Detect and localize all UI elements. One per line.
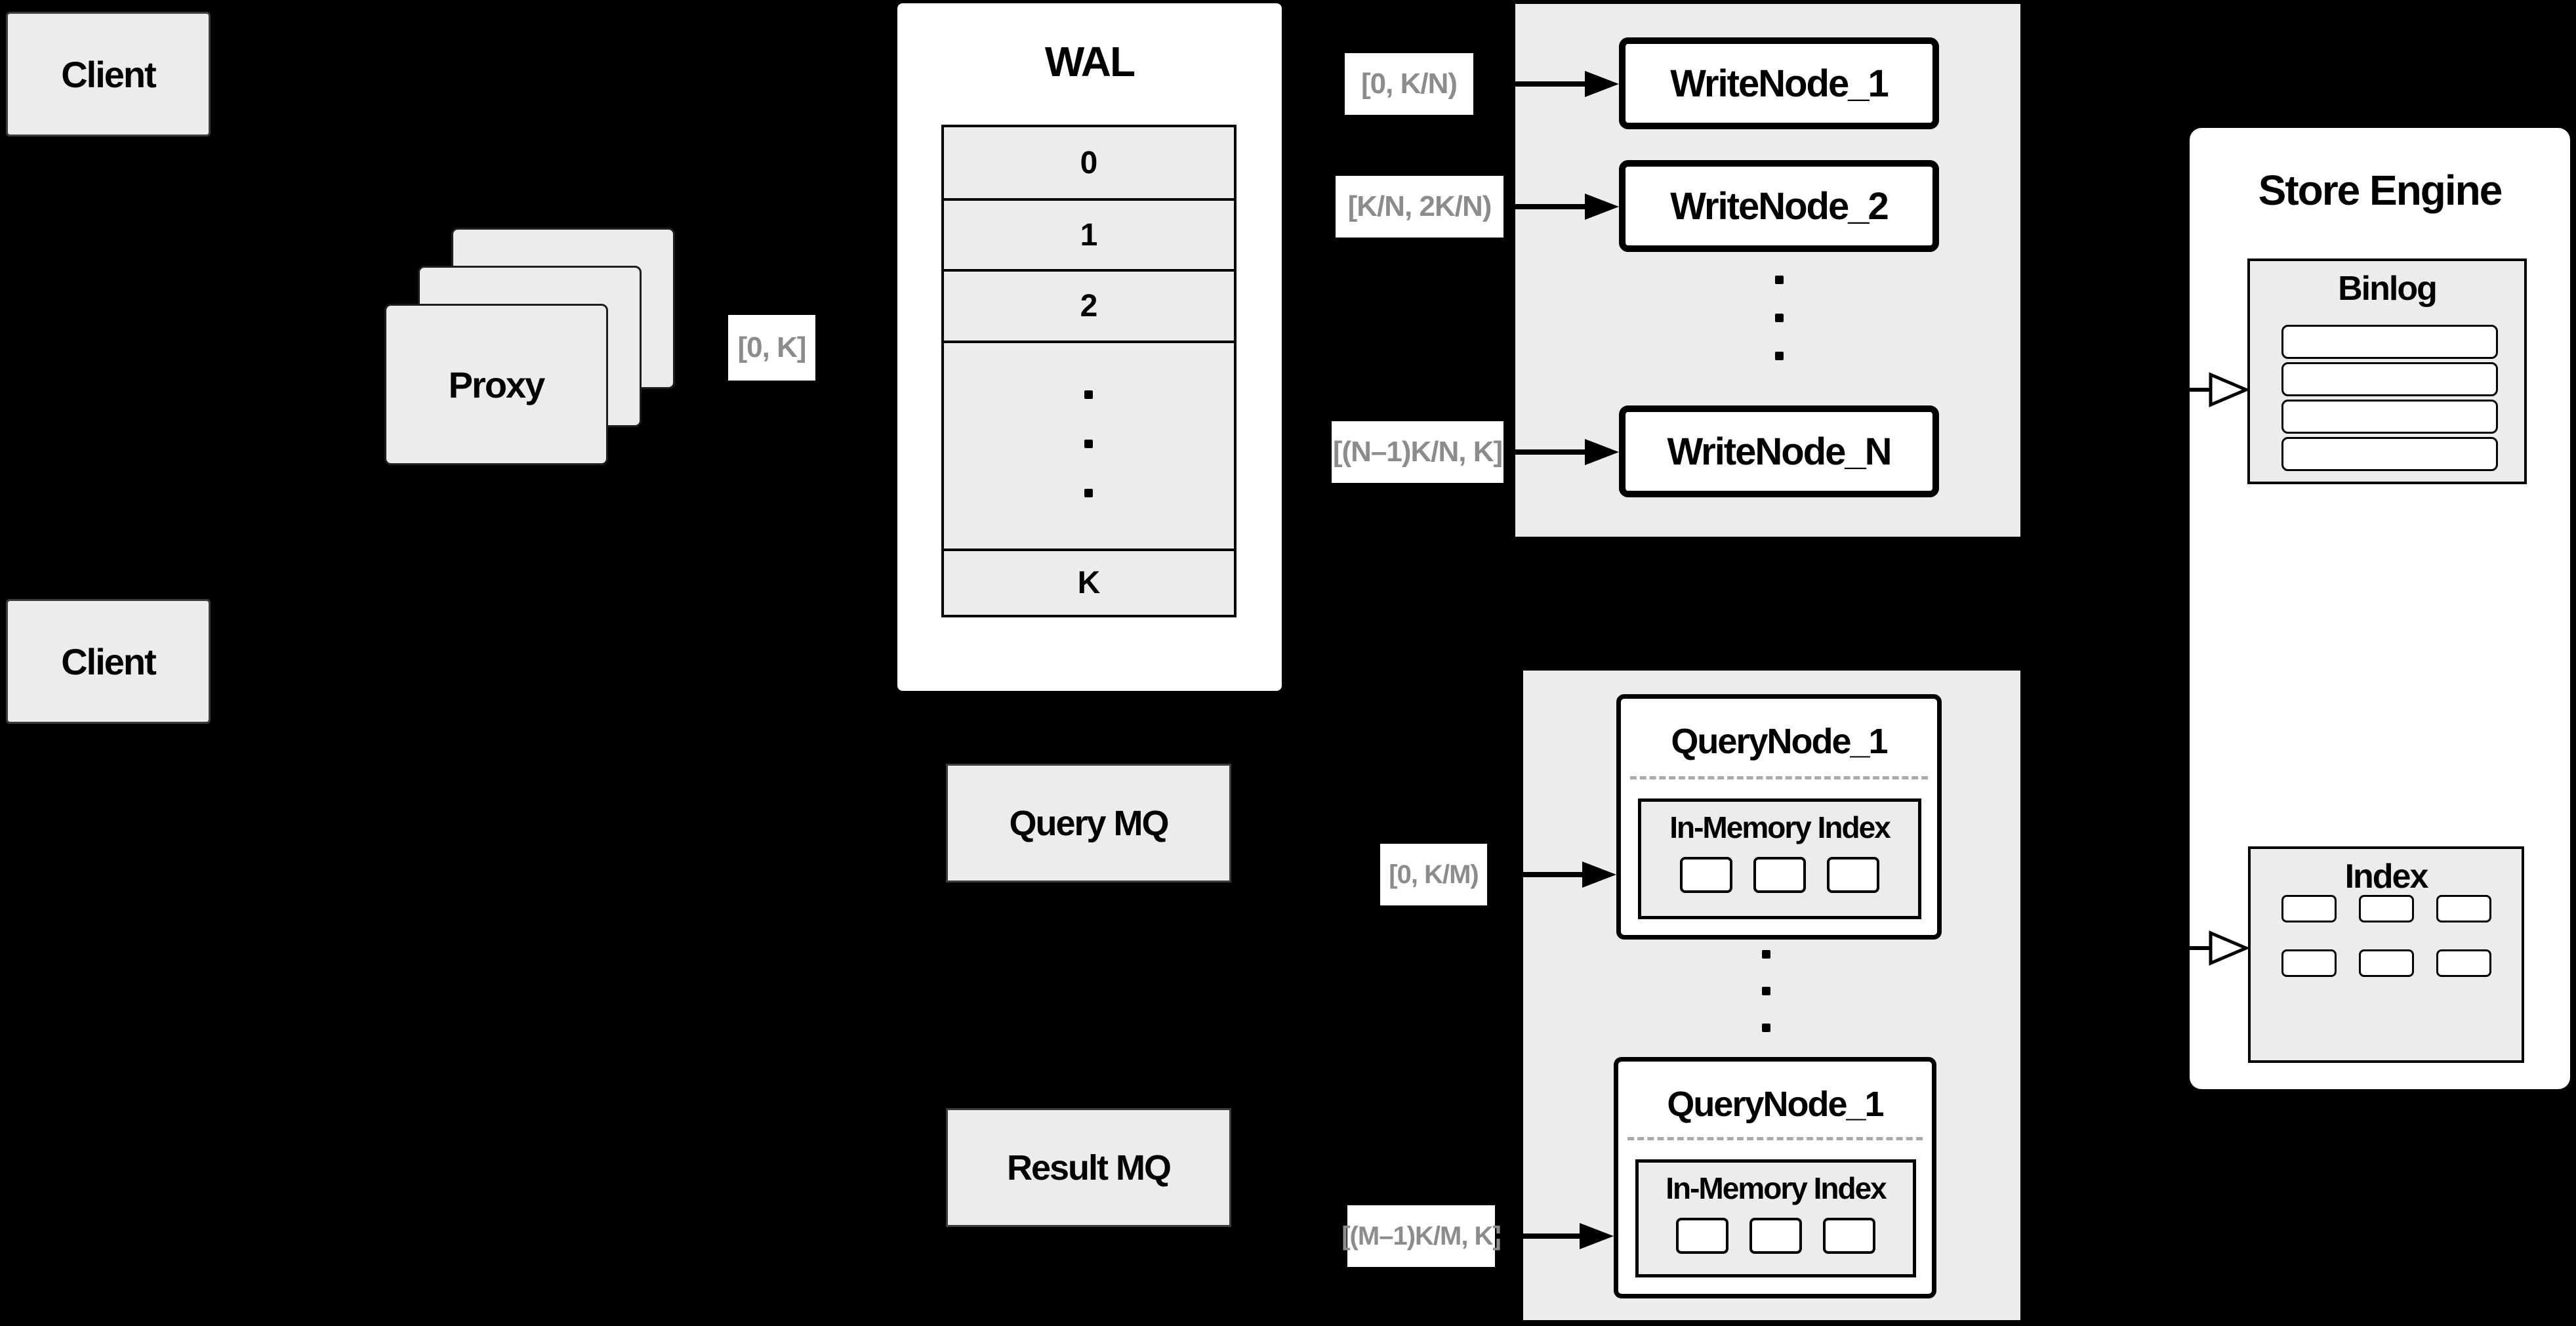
segment-icon bbox=[1827, 857, 1879, 893]
arrow-to-binlog bbox=[2140, 372, 2249, 407]
index-file-icon bbox=[2436, 949, 2491, 977]
in-memory-index-top-title: In-Memory Index bbox=[1669, 810, 1891, 844]
write-node-2: WriteNode_2 bbox=[1619, 160, 1939, 252]
wal-row-ellipsis bbox=[941, 341, 1237, 551]
in-memory-index-top-segments bbox=[1641, 857, 1918, 893]
wal-row-k-label: K bbox=[1077, 566, 1101, 600]
query-node-bottom-title: QueryNode_1 bbox=[1667, 1085, 1884, 1124]
wal-row-0: 0 bbox=[941, 125, 1237, 201]
range-label-write-1: [0, K/N) bbox=[1345, 53, 1473, 115]
range-label-proxy-out-text: [0, K] bbox=[737, 331, 807, 363]
wal-log-table: 0 1 2 K bbox=[941, 125, 1237, 617]
binlog-box: Binlog bbox=[2247, 259, 2527, 484]
index-title: Index bbox=[2344, 858, 2429, 896]
proxy-label: Proxy bbox=[448, 363, 546, 405]
wal-row-1: 1 bbox=[941, 198, 1237, 272]
binlog-file-icon bbox=[2281, 437, 2498, 471]
range-label-write-1-text: [0, K/N) bbox=[1361, 68, 1458, 100]
wal-row-2-label: 2 bbox=[1080, 289, 1098, 323]
write-node-n-label: WriteNode_N bbox=[1667, 430, 1892, 473]
wal-panel: WAL 0 1 2 K bbox=[897, 3, 1282, 691]
wal-row-1-label: 1 bbox=[1080, 217, 1098, 253]
range-label-write-n-text: [(N–1)K/N, K] bbox=[1332, 436, 1503, 468]
index-file-icon bbox=[2358, 895, 2414, 922]
range-label-query-first: [0, K/M) bbox=[1380, 844, 1487, 905]
index-box: Index bbox=[2248, 846, 2524, 1063]
segment-icon bbox=[1823, 1218, 1875, 1254]
range-label-query-first-text: [0, K/M) bbox=[1389, 860, 1479, 889]
result-mq-label: Result MQ bbox=[1006, 1148, 1172, 1188]
query-mq-node: Query MQ bbox=[946, 764, 1231, 882]
wal-row-2: 2 bbox=[941, 269, 1237, 343]
range-label-write-2-text: [K/N, 2K/N) bbox=[1347, 190, 1492, 222]
store-engine-title: Store Engine bbox=[2258, 167, 2503, 214]
index-file-icon bbox=[2281, 949, 2337, 977]
arrow-to-write-node-n bbox=[1505, 438, 1619, 466]
index-files bbox=[2251, 895, 2522, 1004]
index-file-icon bbox=[2436, 895, 2491, 922]
write-node-2-label: WriteNode_2 bbox=[1670, 184, 1889, 228]
arrow-to-query-node-bottom bbox=[1496, 1222, 1614, 1251]
in-memory-index-bottom: In-Memory Index bbox=[1635, 1159, 1916, 1277]
store-engine-panel: Store Engine Binlog Index bbox=[2190, 128, 2570, 1089]
wal-row-k: K bbox=[941, 549, 1237, 617]
result-mq-node: Result MQ bbox=[946, 1108, 1231, 1227]
client-bottom-label: Client bbox=[61, 640, 157, 682]
query-mq-label: Query MQ bbox=[1009, 803, 1169, 843]
in-memory-index-bottom-title: In-Memory Index bbox=[1666, 1171, 1887, 1205]
range-label-query-last-text: [(M–1)K/M, K] bbox=[1341, 1221, 1502, 1251]
binlog-file-icon bbox=[2281, 400, 2498, 434]
index-file-icon bbox=[2281, 895, 2337, 922]
wal-title: WAL bbox=[1044, 38, 1135, 85]
vertical-ellipsis-icon bbox=[1084, 390, 1094, 502]
segment-icon bbox=[1676, 1218, 1728, 1254]
query-node-top-title: QueryNode_1 bbox=[1671, 722, 1888, 761]
range-label-write-n: [(N–1)K/N, K] bbox=[1332, 421, 1503, 483]
binlog-file-icon bbox=[2281, 362, 2498, 396]
binlog-files bbox=[2281, 325, 2498, 474]
arrow-to-query-node-top bbox=[1488, 860, 1616, 889]
client-top-node: Client bbox=[6, 12, 211, 136]
binlog-title: Binlog bbox=[2338, 270, 2438, 308]
write-node-1: WriteNode_1 bbox=[1619, 37, 1939, 129]
client-top-label: Client bbox=[61, 53, 157, 95]
query-node-bottom: QueryNode_1 In-Memory Index bbox=[1614, 1057, 1936, 1298]
range-label-write-2: [K/N, 2K/N) bbox=[1336, 176, 1503, 238]
segment-icon bbox=[1749, 1218, 1802, 1254]
write-node-n: WriteNode_N bbox=[1619, 405, 1939, 497]
in-memory-index-top: In-Memory Index bbox=[1638, 798, 1921, 919]
range-label-proxy-out: [0, K] bbox=[728, 315, 815, 381]
proxy-node: Proxy bbox=[384, 304, 608, 465]
arrow-to-write-node-2 bbox=[1505, 192, 1619, 221]
in-memory-index-bottom-segments bbox=[1639, 1218, 1913, 1254]
write-node-1-label: WriteNode_1 bbox=[1670, 62, 1889, 105]
query-node-bottom-divider bbox=[1627, 1137, 1923, 1140]
segment-icon bbox=[1680, 857, 1732, 893]
client-bottom-node: Client bbox=[6, 599, 211, 724]
arrow-to-write-node-1 bbox=[1475, 70, 1619, 98]
segment-icon bbox=[1753, 857, 1806, 893]
binlog-file-icon bbox=[2281, 325, 2498, 359]
query-node-top: QueryNode_1 In-Memory Index bbox=[1616, 694, 1942, 940]
query-node-top-divider bbox=[1630, 776, 1928, 779]
wal-row-0-label: 0 bbox=[1080, 145, 1098, 180]
arrow-to-index bbox=[2140, 930, 2249, 966]
index-file-icon bbox=[2358, 949, 2414, 977]
range-label-query-last: [(M–1)K/M, K] bbox=[1341, 1205, 1502, 1267]
